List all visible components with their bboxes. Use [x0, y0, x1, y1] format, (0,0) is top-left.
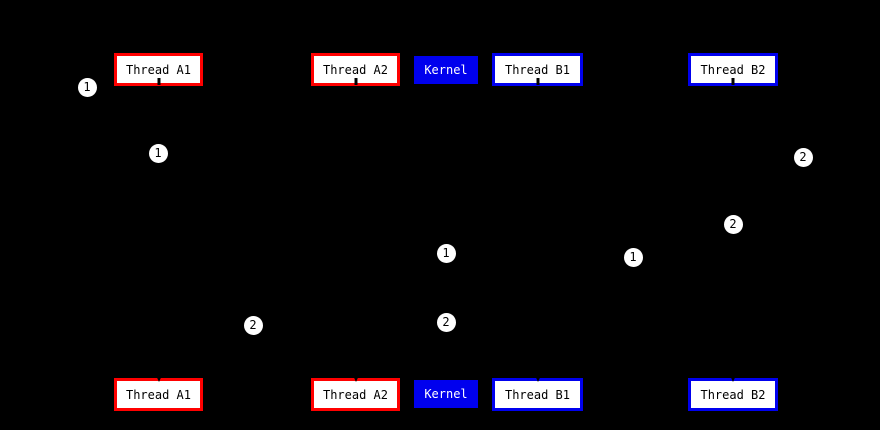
step-marker-2: 2: [243, 315, 263, 335]
thread-b1-bottom-label: Thread B1: [504, 387, 571, 402]
thread-b2-top-box: Thread B2: [688, 53, 778, 86]
thread-a1-bottom-label: Thread A1: [125, 387, 192, 402]
step-marker-2: 2: [723, 214, 743, 234]
thread-a2-bottom-label: Thread A2: [322, 387, 389, 402]
thread-b1-top-label: Thread B1: [504, 62, 571, 77]
step-marker-1: 1: [77, 77, 97, 97]
edge-stub-icon: [354, 78, 357, 85]
arrowhead-icon: [728, 371, 738, 382]
arrowhead-icon: [532, 371, 543, 382]
thread-a1-top-label: Thread A1: [125, 62, 192, 77]
arrowhead-icon: [350, 371, 361, 382]
thread-a2-top-label: Thread A2: [322, 62, 389, 77]
edge-stub-icon: [731, 78, 735, 85]
edge-stub-icon: [157, 78, 160, 85]
thread-b1-bottom-box: Thread B1: [492, 371, 583, 411]
step-marker-1: 1: [623, 247, 643, 267]
step-marker-1: 1: [148, 143, 168, 163]
step-marker-2: 2: [793, 147, 813, 167]
kernel-bottom-label: Kernel: [424, 387, 468, 401]
thread-a1-bottom-box: Thread A1: [114, 371, 203, 411]
kernel-bottom-box: Kernel: [414, 380, 478, 408]
thread-b2-top-label: Thread B2: [700, 62, 766, 77]
thread-b2-bottom-box: Thread B2: [688, 371, 778, 411]
thread-a2-bottom-box: Thread A2: [311, 371, 400, 411]
kernel-top-label: Kernel: [424, 63, 468, 77]
edge-stub-icon: [536, 78, 539, 85]
thread-a1-top-box: Thread A1: [114, 53, 203, 86]
thread-a2-top-box: Thread A2: [311, 53, 400, 86]
arrowhead-icon: [153, 371, 164, 382]
kernel-top-box: Kernel: [414, 56, 478, 84]
thread-b1-top-box: Thread B1: [492, 53, 583, 86]
thread-b2-bottom-label: Thread B2: [700, 387, 766, 402]
step-marker-1: 1: [436, 243, 456, 263]
step-marker-2: 2: [436, 312, 456, 332]
